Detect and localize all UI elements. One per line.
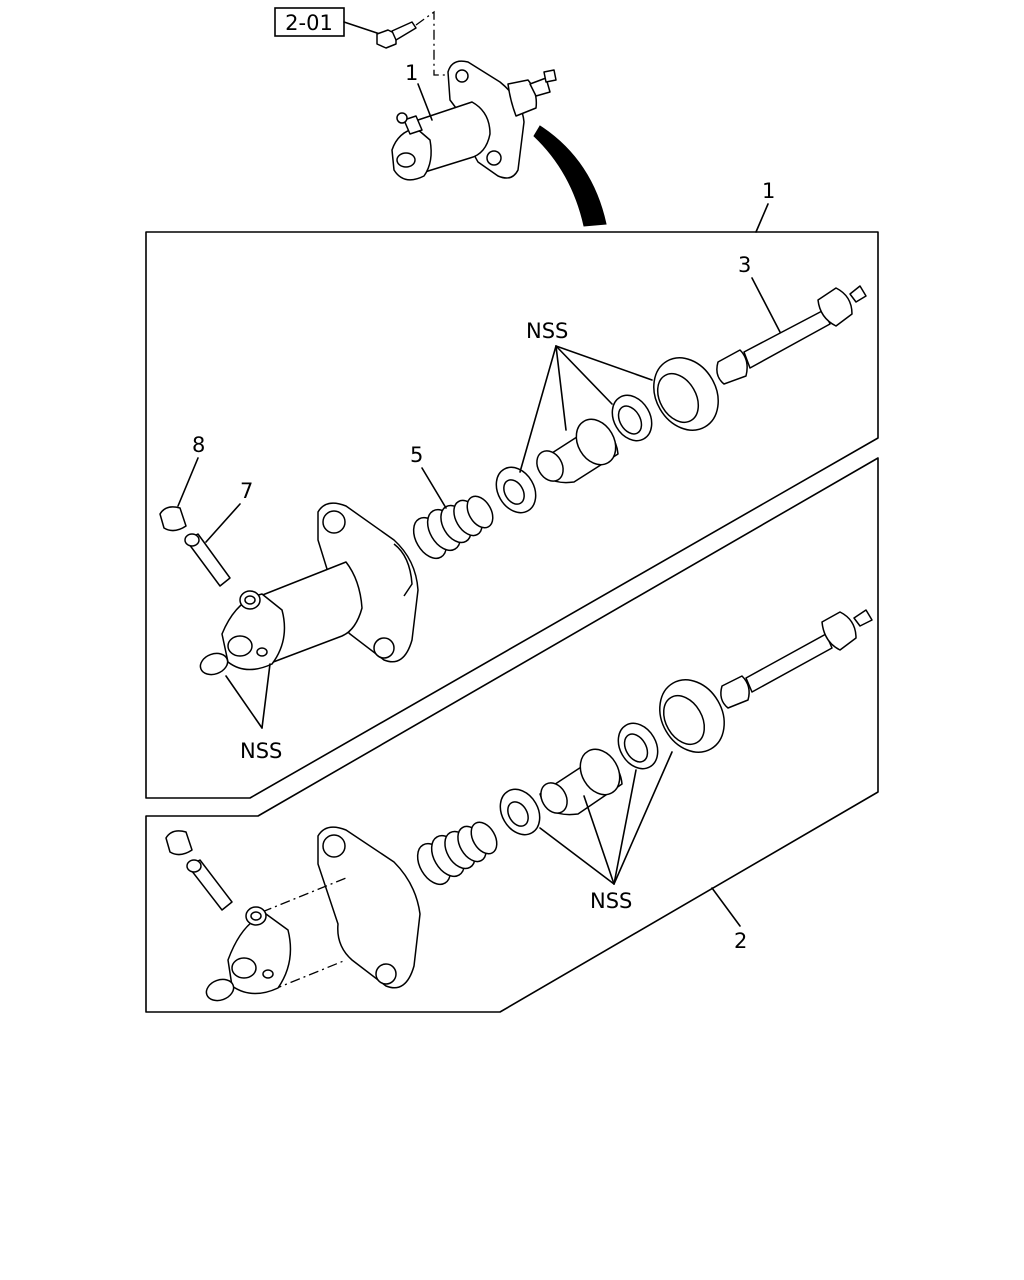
piston-lower: [539, 748, 623, 816]
callout-cap-leader: [177, 457, 199, 507]
nss-label-lower: NSS: [590, 889, 632, 913]
callout-push-rod: 3: [738, 253, 751, 277]
nss-label-left: NSS: [240, 739, 282, 763]
nss-left-leaders: [225, 663, 271, 729]
piston-seal-ring: [611, 394, 653, 442]
bleeder-screw-lower: [186, 859, 233, 911]
return-spring-lower: [416, 821, 498, 886]
callout-kit-2-leader: [711, 887, 741, 927]
push-rod-lower: [720, 609, 873, 709]
callout-push-rod-leader: [751, 277, 781, 333]
assembly-arrow: [533, 125, 607, 227]
piston: [536, 418, 619, 484]
callout-top-leader: [417, 83, 433, 121]
callout-cap: 8: [192, 433, 205, 457]
cylinder-body: [221, 502, 419, 671]
port-plug: [199, 652, 229, 676]
reference-box[interactable]: 2-01: [274, 7, 345, 37]
callout-kit-1-leader: [755, 203, 769, 233]
return-spring: [412, 495, 494, 560]
callout-spring-leader: [421, 467, 447, 509]
push-rod: [716, 285, 867, 385]
bleeder-screw: [184, 533, 231, 587]
kit-2-frame: [145, 457, 879, 1013]
callout-kit-1: 1: [762, 179, 775, 203]
callout-bleeder-leader: [205, 503, 241, 543]
port-plug-lower: [205, 978, 235, 1002]
mounting-bolt: [376, 21, 417, 49]
reference-box-label: 2-01: [285, 11, 333, 35]
nss-lower-leaders: [539, 751, 673, 885]
kit-1-frame: [145, 231, 879, 799]
bleeder-cap: [159, 506, 187, 532]
nss-label-upper: NSS: [526, 319, 568, 343]
cup-seal: [495, 466, 537, 514]
piston-seal-ring-lower: [617, 722, 659, 770]
cylinder-body-lower: [227, 826, 421, 995]
assembled-slave-cylinder: [391, 60, 557, 181]
callout-spring: 5: [410, 443, 423, 467]
callout-top-assembly: 1: [405, 61, 418, 85]
callout-bleeder: 7: [240, 479, 253, 503]
nss-upper-leaders: [519, 345, 653, 473]
bleeder-cap-lower: [165, 830, 193, 856]
dust-boot-lower: [659, 679, 725, 753]
bolt-center-line: [415, 10, 450, 76]
callout-kit-2: 2: [734, 929, 747, 953]
dust-boot: [653, 357, 719, 431]
reference-leader: [343, 21, 381, 35]
cup-seal-lower: [499, 788, 541, 836]
